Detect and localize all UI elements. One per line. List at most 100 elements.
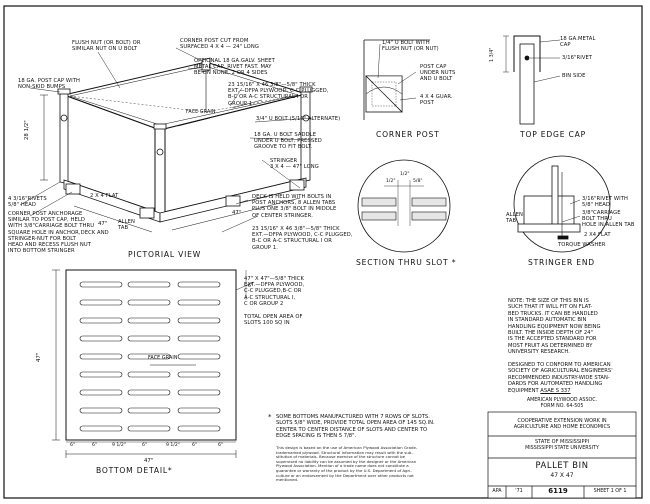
bottom-slot (177, 335, 221, 342)
dim-height: 28 1/2" (24, 120, 30, 140)
label-saddle: 18 GA. U BOLT SADDLE UNDER U BOLT, PRESS… (254, 132, 322, 151)
bottom-slot (79, 299, 123, 306)
label-corner-post: 4 X 4 GUAR. POST (420, 94, 453, 107)
dim-bottom-height: 47" (36, 352, 42, 362)
label-cap-rivet: 3/16"RIVET (562, 55, 593, 61)
label-open-area: TOTAL OPEN AREA OF SLOTS 100 SQ IN (244, 314, 303, 327)
label-u-bolt: 3/4" U BOLT (5/16" ALTERNATE) (256, 116, 341, 122)
dim-width-b: 47" (232, 210, 242, 216)
corner-post-detail (363, 39, 430, 120)
label-stringer-allen-tab: ALLEN TAB (506, 212, 523, 225)
dim-slot-1: 1/2" (386, 179, 396, 184)
bottom-slot (177, 281, 221, 288)
label-stringer-rivet: 3/16"RIVET WITH 5/8" HEAD (582, 196, 629, 209)
label-post-cap: 18 GA. POST CAP WITH NON-SKID BUMPS (18, 78, 81, 91)
pictorial-bin-drawing (40, 57, 313, 233)
size-note: NOTE: THE SIZE OF THIS BIN IS SUCH THAT … (508, 298, 601, 356)
label-flush-nut: FLUSH NUT (OR BOLT) OR SIMILAR NUT ON U … (72, 40, 141, 53)
label-stringer-flat: 2 X4 FLAT (584, 232, 611, 238)
bottom-spacing-dim: 6" (70, 443, 76, 448)
dim-slot-3: 5/8" (413, 179, 423, 184)
bottom-slot (177, 425, 221, 432)
title-section-thru-slot: SECTION THRU SLOT * (356, 258, 457, 267)
label-rivets: 4 3/16"RIVETS 5/8" HEAD (8, 196, 47, 209)
label-stringer-carriage: 3/8"CARRIAGE BOLT THRU HOLE IN ALLEN TAB (582, 210, 635, 229)
tb-state: STATE OF MISSISSIPPI (534, 439, 589, 445)
label-bin-side: BIN SIDE (562, 73, 586, 79)
label-corner-u-bolt: 1/4" U BOLT WITH FLUSH NUT (OR NUT) (382, 40, 439, 53)
pictorial-leaders (19, 47, 313, 233)
tb-source: AMERICAN PLYWOOD ASSOC. FORM NO. 64-505 (526, 398, 598, 409)
title-corner-post: CORNER POST (376, 130, 440, 139)
label-bottom-plywood: 47" X 47"—5/8" THICK EXT.—DFPA PLYWOOD, … (244, 276, 305, 307)
label-face-grain: FACE GRAIN (186, 110, 216, 115)
label-metal-cap: 18 GA.METAL CAP (560, 36, 596, 49)
bottom-slot (79, 281, 123, 288)
section-thru-slot-detail (357, 159, 451, 253)
label-plywood-sides: 23 15/16" X 46 3/8"—5/8" THICK EXT.—DFPA… (228, 82, 329, 107)
bottom-slot (79, 353, 123, 360)
bottom-slot (127, 299, 171, 306)
title-stringer-end: STRINGER END (528, 258, 595, 267)
tb-size: 47 X 47 (550, 472, 574, 479)
label-deck: DECK IS HELD WITH BOLTS IN POST ANCHORS,… (252, 194, 337, 219)
label-anchorage: CORNER POST ANCHORAGE SIMILAR TO POST CA… (8, 211, 109, 255)
dim-cap-depth: 1 3/4" (490, 47, 495, 62)
label-optional-cap: OPTIONAL 18 GA.GALV. SHEET METAL CAP, RI… (194, 58, 275, 77)
tb-university: MISSISSIPPI STATE UNIVERSITY (525, 446, 599, 451)
label-bottom-face-grain: FACE GRAIN (148, 356, 178, 361)
tb-sheet: SHEET 1 OF 1 (593, 489, 627, 494)
bottom-slot (127, 407, 171, 414)
bottom-slot (177, 317, 221, 324)
sheet-border (3, 5, 643, 499)
label-corner-post-cap: POST CAP UNDER NUTS AND U BOLT (420, 64, 456, 83)
slot-note-mark: * (268, 413, 272, 421)
label-torque-washer: TORQUE WASHER (558, 242, 606, 248)
bottom-detail-drawing (52, 269, 255, 458)
tb-plan-no: 6119 (548, 487, 568, 495)
bottom-slot (177, 353, 221, 360)
bottom-slot (127, 317, 171, 324)
tb-year: '71 (515, 489, 523, 494)
stringer-end-detail (513, 155, 611, 253)
title-pictorial-view: PICTORIAL VIEW (128, 250, 202, 259)
bottom-slot-note: *SOME BOTTOMS MANUFACTURED WITH 7 ROWS O… (268, 413, 435, 440)
label-stringer: STRINGER 3 X 4 — 47" LONG (270, 158, 319, 171)
title-top-edge-cap: TOP EDGE CAP (520, 130, 587, 139)
bottom-slot (127, 353, 171, 360)
title-block-frame (487, 411, 637, 499)
bottom-slot (127, 371, 171, 378)
bottom-slot (177, 371, 221, 378)
bottom-slot (79, 317, 123, 324)
bottom-spacing-dim: 9 1/2" (166, 443, 180, 448)
disclaimer: This design is based on the use of Ameri… (276, 445, 418, 483)
top-edge-cap-detail (503, 35, 561, 125)
asae-standard: ASAE S 337 (540, 387, 571, 394)
bottom-slot (177, 407, 221, 414)
bottom-slot (127, 335, 171, 342)
tb-cooperative: COOPERATIVE EXTENSION WORK IN AGRICULTUR… (513, 418, 611, 430)
conform-note: DESIGNED TO CONFORM TO AMERICAN SOCIETY … (508, 362, 613, 394)
bottom-slot (79, 389, 123, 396)
label-corner-post-cut: CORNER POST CUT FROM SURFACED 4 X 4 — 24… (180, 38, 259, 51)
bottom-slot (177, 389, 221, 396)
bottom-spacing-dim: 6" (192, 443, 198, 448)
label-flat: 2 X 4 FLAT (90, 193, 119, 199)
bottom-slot (79, 335, 123, 342)
title-bottom-detail: BOTTOM DETAIL* (96, 466, 173, 475)
dim-width-a: 47" (98, 221, 108, 227)
bottom-spacing-dim: 6" (218, 443, 224, 448)
bottom-spacing-dim: 9 1/2" (112, 443, 126, 448)
bottom-spacing-dim: 6" (142, 443, 148, 448)
bottom-slot (127, 425, 171, 432)
bottom-slot (127, 389, 171, 396)
label-allen-tab: ALLEN TAB (118, 219, 135, 232)
dim-slot-2: 1/2" (400, 172, 410, 177)
bottom-slot (177, 299, 221, 306)
dim-bottom-width: 47" (144, 458, 154, 464)
bottom-spacing-dim: 6" (92, 443, 98, 448)
bottom-slot (79, 425, 123, 432)
tb-drawing-title: PALLET BIN (535, 460, 589, 470)
tb-apa: APA (492, 489, 502, 494)
